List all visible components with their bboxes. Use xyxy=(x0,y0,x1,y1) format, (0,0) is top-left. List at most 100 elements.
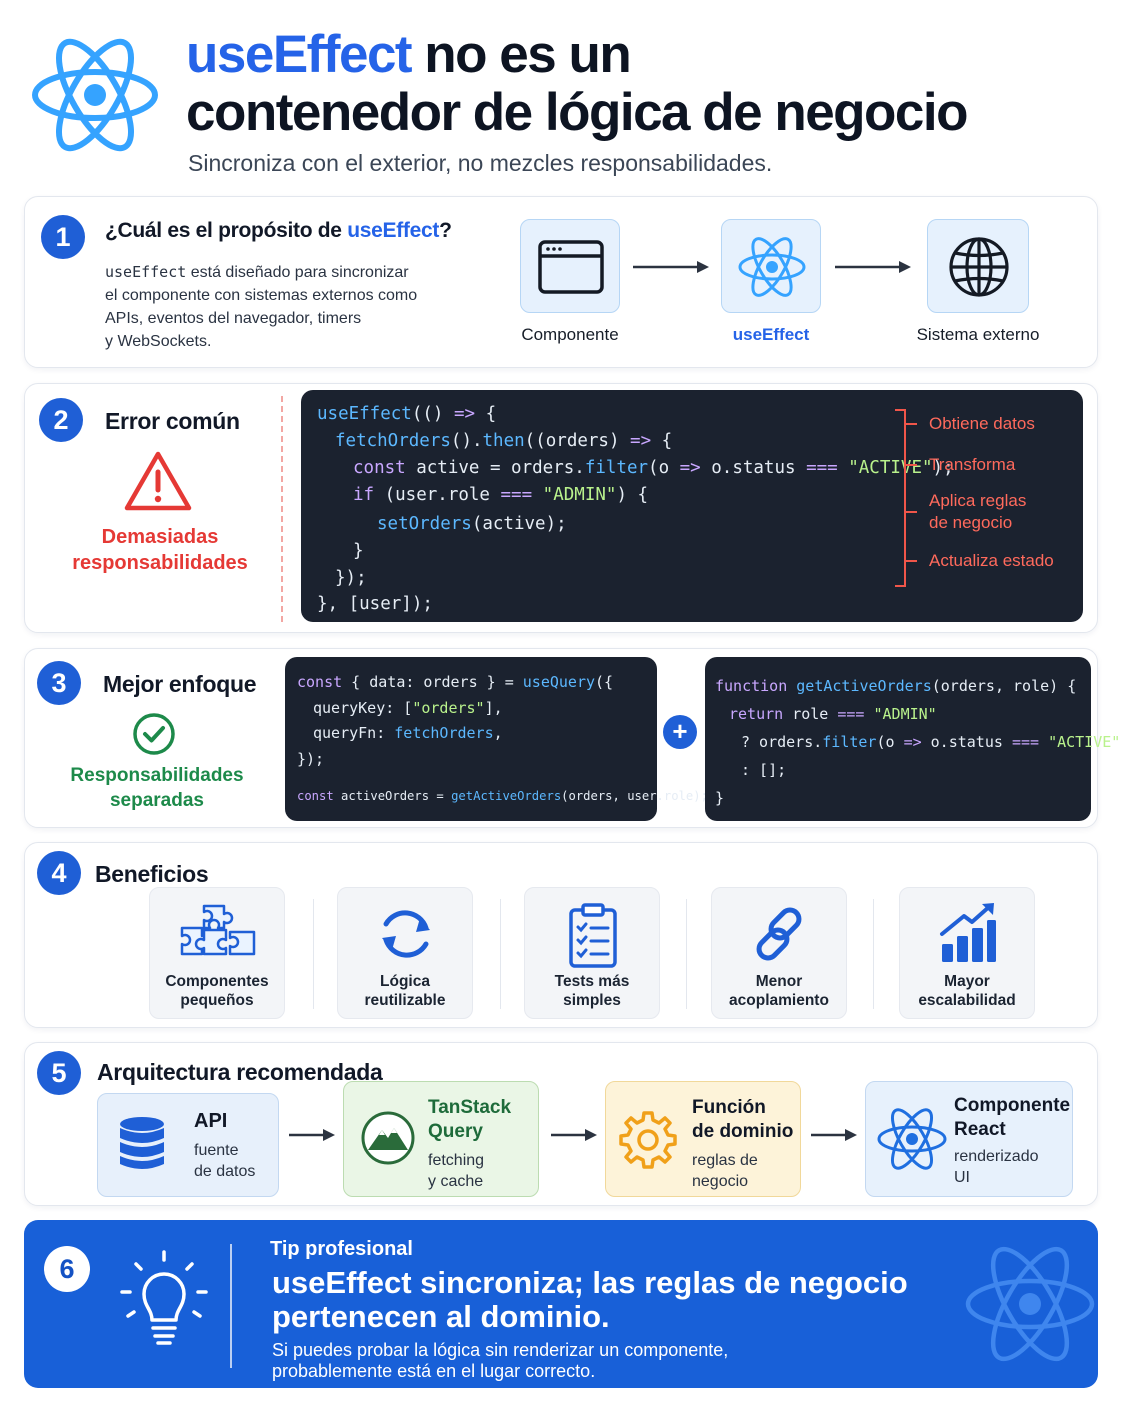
title-line-2: contenedor de lógica de negocio xyxy=(186,83,969,142)
section-heading: Error común xyxy=(105,408,240,434)
purpose-description: useEffect está diseñado para sincronizar… xyxy=(105,261,417,353)
section-number: 3 xyxy=(37,661,81,705)
flow-box-external xyxy=(927,219,1029,313)
code-line: setOrders(active); xyxy=(377,514,567,534)
warning-icon xyxy=(124,451,192,511)
arch-title-2: Query xyxy=(428,1121,483,1142)
code-line: } xyxy=(715,789,725,807)
arch-subtitle: reglas de negocio xyxy=(692,1150,758,1192)
react-atom-icon xyxy=(877,1108,947,1170)
benefit-label-2: escalabilidad xyxy=(918,992,1016,1009)
benefit-label-2: reutilizable xyxy=(364,992,446,1009)
tile-divider xyxy=(686,899,687,1009)
arch-title-1: Componente xyxy=(954,1095,1071,1116)
code-line: function getActiveOrders(orders, role) { xyxy=(715,677,1077,695)
benefit-label-1: Menor xyxy=(755,973,803,990)
arch-api: API fuente de datos xyxy=(97,1093,279,1197)
flow-box-component xyxy=(520,219,620,313)
annotation-fetch: Obtiene datos xyxy=(929,414,1035,433)
domain-function-code-block: function getActiveOrders(orders, role) {… xyxy=(705,657,1122,821)
ok-text: Responsabilidades separadas xyxy=(59,763,255,813)
tip-divider xyxy=(230,1244,232,1368)
section-pro-tip: 6 Tip profesional useEffect sincroniza; … xyxy=(24,1220,1098,1388)
arch-sub-2: UI xyxy=(954,1169,970,1186)
arch-sub-2: de datos xyxy=(194,1163,256,1180)
benefit-label-2: simples xyxy=(563,992,621,1009)
code-line: ? orders.filter(o => o.status === "ACTIV… xyxy=(741,733,1122,751)
heading-prefix: ¿Cuál es el propósito de xyxy=(105,219,348,242)
code-line: queryKey: ["orders"], xyxy=(313,699,503,717)
puzzle-icon xyxy=(180,904,256,956)
code-line: return role === "ADMIN" xyxy=(729,705,937,723)
arch-subtitle: fuente de datos xyxy=(194,1140,255,1182)
benefit-scalability: Mayor escalabilidad xyxy=(899,887,1035,1019)
arch-title-2: de dominio xyxy=(692,1121,794,1142)
benefit-label-2: acoplamiento xyxy=(729,992,829,1009)
arch-title: Función de dominio xyxy=(692,1096,793,1144)
flow-box-useeffect xyxy=(721,219,821,313)
react-logo-icon xyxy=(32,38,158,152)
section-better-approach: 3 Mejor enfoque Responsabilidades separa… xyxy=(24,648,1122,828)
arrow-right-icon xyxy=(633,261,709,273)
section-number: 6 xyxy=(44,1246,90,1292)
arch-sub-1: renderizado xyxy=(954,1148,1039,1165)
arch-title-1: Función xyxy=(692,1097,766,1118)
flow-label-component: Componente xyxy=(521,325,619,344)
warning-text: Demasiadas responsabilidades xyxy=(55,524,265,576)
usequery-code-block: const { data: orders } = useQuery({ quer… xyxy=(285,657,708,821)
benefit-label-1: Mayor xyxy=(944,973,990,990)
desc-line-1: está diseñado para sincronizar xyxy=(186,264,409,281)
benefit-less-coupling: Menor acoplamiento xyxy=(711,887,847,1019)
code-line: }); xyxy=(297,750,325,768)
database-icon xyxy=(120,1117,164,1169)
code-line: fetchOrders().then((orders) => { xyxy=(335,431,673,451)
section-heading: Arquitectura recomendada xyxy=(97,1059,383,1085)
bad-code-block: useEffect(() => { fetchOrders().then((or… xyxy=(301,390,1083,622)
arrow-right-icon xyxy=(835,261,911,273)
benefit-label-1: Tests más xyxy=(554,973,630,990)
benefit-label-2: pequeños xyxy=(180,992,254,1009)
tip-body: Si puedes probar la lógica sin renderiza… xyxy=(272,1340,728,1382)
annotation-transform: Transforma xyxy=(929,455,1016,474)
benefit-label: Menor acoplamiento xyxy=(712,972,846,1010)
tip-headline-2: pertenecen al dominio. xyxy=(272,1299,610,1334)
react-watermark-icon xyxy=(965,1246,1095,1362)
title-highlight: useEffect xyxy=(186,25,413,84)
desc-line-4: y WebSockets. xyxy=(105,333,212,350)
plus-symbol: + xyxy=(672,716,688,746)
code-line: }); xyxy=(335,568,367,588)
tip-body-1: Si puedes probar la lógica sin renderiza… xyxy=(272,1340,729,1360)
arch-title: API xyxy=(194,1110,228,1132)
arch-sub-2: negocio xyxy=(692,1173,749,1190)
annotation-business-rules: Aplica reglas de negocio xyxy=(929,490,1026,534)
heading-suffix: ? xyxy=(439,219,452,242)
check-circle-icon xyxy=(133,713,175,755)
plus-icon: + xyxy=(663,715,697,749)
code-line: const activeOrders = getActiveOrders(ord… xyxy=(297,789,708,803)
tile-divider xyxy=(313,899,314,1009)
section-purpose: 1 ¿Cuál es el propósito de useEffect? us… xyxy=(24,196,1098,368)
arrow-right-icon xyxy=(811,1129,857,1141)
code-line: } xyxy=(353,541,364,561)
code-line: const active = orders.filter(o => o.stat… xyxy=(353,458,954,478)
flow-label-external: Sistema externo xyxy=(916,325,1040,344)
arch-sub-1: fuente xyxy=(194,1142,239,1159)
arch-title-2: React xyxy=(954,1119,1006,1140)
bar-growth-icon xyxy=(940,903,996,962)
section-heading: Mejor enfoque xyxy=(103,671,257,697)
desc-line-3: APIs, eventos del navegador, timers xyxy=(105,310,362,327)
arch-sub-1: reglas de xyxy=(692,1152,758,1169)
code-line: useEffect(() => { xyxy=(317,404,497,424)
code-line: : []; xyxy=(741,761,787,779)
annotation-update-state: Actualiza estado xyxy=(929,551,1054,570)
inline-code: useEffect xyxy=(105,263,187,281)
code-line: if (user.role === "ADMIN") { xyxy=(353,485,649,505)
ok-line-1: Responsabilidades xyxy=(70,765,244,786)
